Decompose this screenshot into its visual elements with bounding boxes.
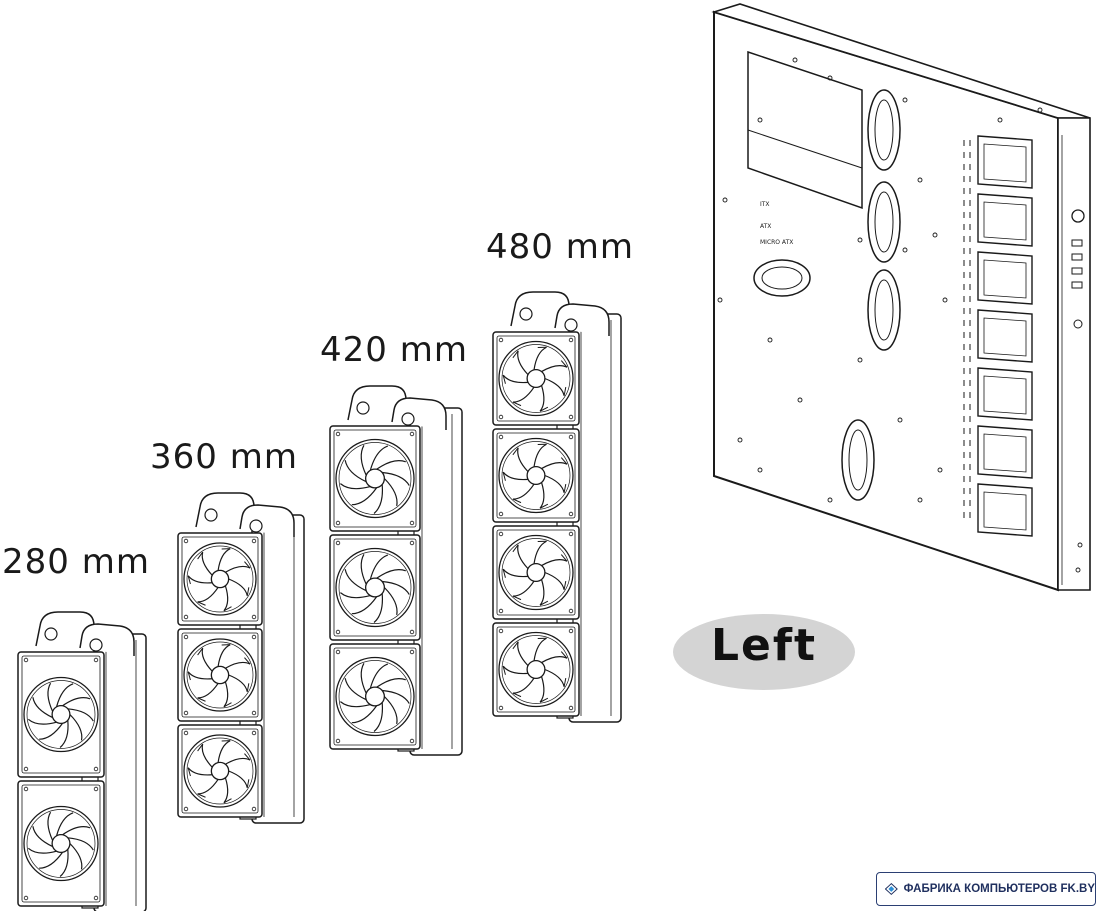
- fan-icon: [178, 533, 262, 625]
- watermark-badge: ФАБРИКА КОМПЬЮТЕРОВ FK.BY: [876, 872, 1096, 906]
- fan-icon: [178, 629, 262, 721]
- side-label: Left: [673, 620, 855, 671]
- radiator-420mm: [330, 386, 462, 755]
- panel-mark-micro-atx: MICRO ATX: [760, 239, 793, 246]
- label-360mm: 360 mm: [150, 437, 298, 477]
- label-480mm: 480 mm: [486, 227, 634, 267]
- fan-icon: [18, 781, 104, 906]
- fan-icon: [178, 725, 262, 817]
- brand-logo-icon: [885, 877, 898, 901]
- fan-icon: [330, 644, 420, 749]
- fan-icon: [493, 623, 579, 716]
- fan-icon: [493, 332, 579, 425]
- label-280mm: 280 mm: [2, 542, 150, 582]
- fan-icon: [493, 429, 579, 522]
- panel-mark-itx: ITX: [760, 201, 770, 208]
- fan-icon: [330, 535, 420, 640]
- label-420mm: 420 mm: [320, 330, 468, 370]
- panel-mark-atx: ATX: [760, 223, 771, 230]
- fan-icon: [330, 426, 420, 531]
- fan-icon: [18, 652, 104, 777]
- radiator-360mm: [178, 493, 304, 823]
- fan-icon: [493, 526, 579, 619]
- radiator-480mm: [493, 292, 621, 722]
- chassis-side-panel: ITX ATX MICRO ATX: [714, 4, 1090, 590]
- watermark-text: ФАБРИКА КОМПЬЮТЕРОВ FK.BY: [904, 883, 1095, 895]
- radiator-280mm: [18, 612, 146, 911]
